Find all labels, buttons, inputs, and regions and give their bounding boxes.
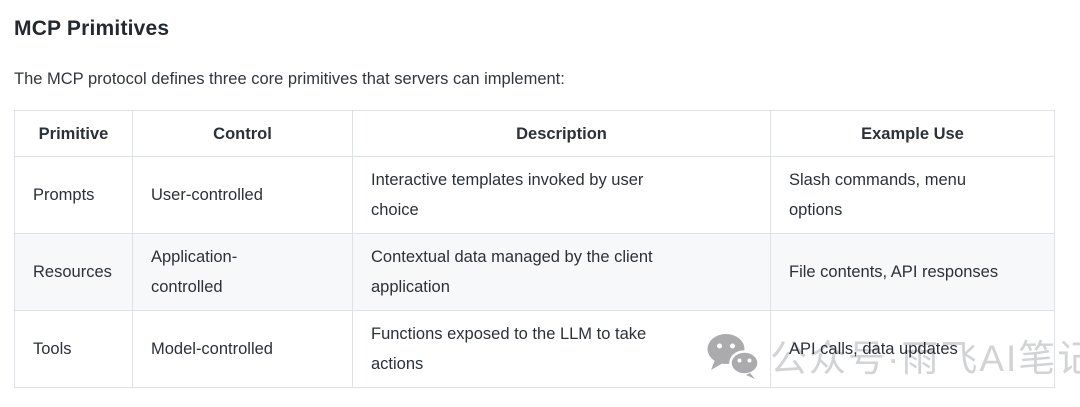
cell-example-use: File contents, API responses (770, 233, 1055, 311)
column-header-primitive: Primitive (14, 110, 133, 157)
primitives-table: Primitive Control Description Example Us… (14, 110, 1055, 388)
page-title: MCP Primitives (14, 17, 170, 40)
cell-primitive: Tools (14, 310, 133, 388)
column-header-description: Description (352, 110, 771, 157)
cell-control: Model-controlled (132, 310, 353, 388)
table-row-resources: Resources Application-controlled Context… (14, 233, 1055, 311)
cell-text: Prompts (33, 186, 95, 204)
cell-control: Application-controlled (132, 233, 353, 311)
cell-text: Interactive templates invoked by user ch… (371, 171, 644, 219)
cell-control: User-controlled (132, 156, 353, 234)
cell-text: API calls, data updates (789, 340, 958, 358)
cell-text: File contents, API responses (789, 263, 999, 281)
column-header-control: Control (132, 110, 353, 157)
table-header-row: Primitive Control Description Example Us… (14, 110, 1055, 157)
cell-primitive: Prompts (14, 156, 133, 234)
cell-text: Contextual data managed by the client ap… (371, 248, 653, 296)
cell-text: User-controlled (151, 186, 263, 204)
cell-description: Contextual data managed by the client ap… (352, 233, 771, 311)
cell-primitive: Resources (14, 233, 133, 311)
column-header-example-use: Example Use (770, 110, 1055, 157)
cell-text: Functions exposed to the LLM to take act… (371, 325, 647, 373)
cell-text: Model-controlled (151, 340, 273, 358)
table-row-prompts: Prompts User-controlled Interactive temp… (14, 156, 1055, 234)
document-content: MCP Primitives The MCP protocol defines … (14, 17, 1055, 388)
intro-text: The MCP protocol defines three core prim… (14, 70, 565, 88)
cell-example-use: Slash commands, menu options (770, 156, 1055, 234)
table-row-tools: Tools Model-controlled Functions exposed… (14, 310, 1055, 388)
cell-text: Application-controlled (151, 248, 238, 296)
cell-text: Tools (33, 340, 72, 358)
cell-description: Functions exposed to the LLM to take act… (352, 310, 771, 388)
cell-example-use: API calls, data updates (770, 310, 1055, 388)
cell-description: Interactive templates invoked by user ch… (352, 156, 771, 234)
cell-text: Resources (33, 263, 112, 281)
cell-text: Slash commands, menu options (789, 171, 966, 219)
